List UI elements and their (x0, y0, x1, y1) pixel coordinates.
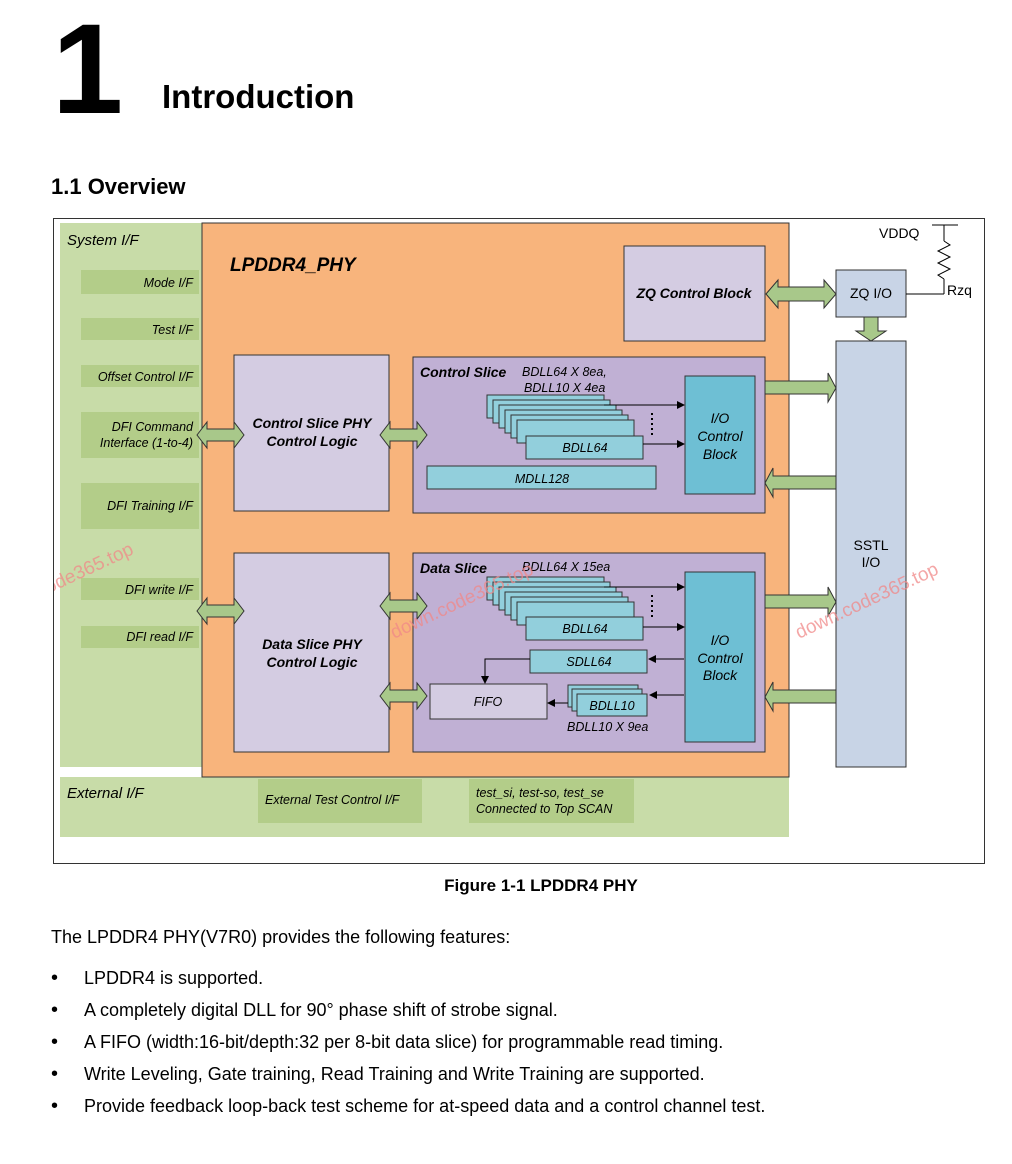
arrow-sys-to-data-logic (196, 596, 245, 626)
control-logic-label-2: Control Logic (267, 433, 358, 449)
chapter-title: Introduction (162, 78, 355, 115)
external-if-label: External I/F (67, 785, 145, 802)
sys-item-test: Test I/F (152, 323, 195, 337)
bdll10-label: BDLL10 (589, 699, 634, 713)
data-bdll64-label: BDLL64 (562, 622, 607, 636)
control-slice-note-2: BDLL10 X 4ea (524, 381, 605, 395)
sdll64-label: SDLL64 (566, 655, 611, 669)
mdll128-label: MDLL128 (515, 472, 569, 486)
sstl-io-block (835, 340, 907, 768)
control-io-label-1: I/O (711, 410, 730, 426)
feature-item: Write Leveling, Gate training, Read Trai… (51, 1062, 765, 1094)
data-io-label-1: I/O (711, 632, 730, 648)
arrow-data-io-to-sstl (764, 586, 837, 618)
fifo-label: FIFO (474, 695, 503, 709)
data-io-label-3: Block (703, 667, 738, 683)
mdll128-block (426, 465, 657, 490)
arrow-zq-block-to-zq-io (765, 278, 837, 310)
sstl-label-1: SSTL (853, 537, 888, 553)
feature-list: LPDDR4 is supported. A completely digita… (51, 966, 765, 1126)
system-if-items: Mode I/F Test I/F Offset Control I/F DFI… (81, 270, 199, 648)
sys-item-offset: Offset Control I/F (98, 370, 195, 384)
data-logic-label-2: Control Logic (267, 654, 358, 670)
control-logic-label-1: Control Slice PHY (252, 415, 373, 431)
rzq-resistor (936, 240, 952, 280)
zq-control-block (623, 245, 766, 342)
feature-item: A completely digital DLL for 90° phase s… (51, 998, 765, 1030)
control-slice-note-1: BDLL64 X 8ea, (522, 365, 607, 379)
scan-box (469, 779, 634, 823)
data-slice-title: Data Slice (420, 560, 487, 576)
control-bdll64-label: BDLL64 (562, 441, 607, 455)
data-bdll64-stack: BDLL64 (486, 576, 644, 641)
sys-item-dfi-cmd-1: DFI Command (112, 420, 194, 434)
arrow-data-logic-to-slice-1 (379, 591, 428, 621)
sys-item-dfi-cmd-2: Interface (1-to-4) (100, 436, 193, 450)
sys-item-dfi-training: DFI Training I/F (107, 499, 194, 513)
intro-paragraph: The LPDDR4 PHY(V7R0) provides the follow… (51, 927, 511, 947)
control-io-label-3: Block (703, 446, 738, 462)
figure-caption: Figure 1-1 LPDDR4 PHY (444, 876, 638, 895)
sdll64-block (529, 649, 648, 674)
data-logic-label-1: Data Slice PHY (262, 636, 363, 652)
arrow-sys-to-control-logic (196, 420, 245, 450)
section-title: 1.1 Overview (51, 174, 186, 199)
feature-item: Provide feedback loop-back test scheme f… (51, 1094, 765, 1126)
data-io-block (684, 571, 756, 743)
chapter-number: 1 (52, 0, 124, 141)
phy-title: LPDDR4_PHY (230, 255, 358, 276)
data-slice-logic-block (233, 552, 390, 753)
external-test-box (258, 779, 422, 823)
zq-io-label: ZQ I/O (850, 285, 892, 301)
sys-item-dfi-read: DFI read I/F (126, 630, 194, 644)
control-slice-logic-block (233, 354, 390, 512)
data-slice-note: BDLL64 X 15ea (522, 560, 610, 574)
bdll10-stack: BDLL10 (567, 684, 648, 717)
zq-io-block (835, 269, 907, 318)
control-io-block (684, 375, 756, 495)
feature-item: A FIFO (width:16-bit/depth:32 per 8-bit … (51, 1030, 765, 1062)
sys-item-mode: Mode I/F (144, 276, 195, 290)
control-io-label-2: Control (697, 428, 743, 444)
external-test-label: External Test Control I/F (265, 793, 401, 807)
scan-label-1: test_si, test-so, test_se (476, 786, 604, 800)
figure-lpddr4-phy: System I/F Mode I/F Test I/F Offset Cont… (0, 218, 985, 864)
zq-control-label: ZQ Control Block (635, 285, 752, 301)
scan-label-2: Connected to Top SCAN (476, 802, 613, 816)
external-if-band (60, 777, 789, 837)
vddq-label: VDDQ (879, 225, 920, 241)
sstl-label-2: I/O (862, 554, 881, 570)
data-io-label-2: Control (697, 650, 743, 666)
arrow-zq-io-to-sstl (854, 316, 888, 342)
arrow-control-logic-to-slice (379, 420, 428, 450)
bus-arrows (196, 278, 888, 713)
sys-item-dfi-write: DFI write I/F (125, 583, 194, 597)
control-slice-title: Control Slice (420, 364, 507, 380)
bdll10-note: BDLL10 X 9ea (567, 720, 648, 734)
rzq-label: Rzq (947, 282, 972, 298)
arrow-sstl-to-data-io (764, 681, 837, 713)
arrow-control-io-to-sstl (764, 372, 837, 404)
feature-item: LPDDR4 is supported. (51, 966, 765, 998)
control-bdll64-stack: BDLL64 (486, 394, 644, 460)
arrow-sstl-to-control-io (764, 467, 837, 499)
phy-block-diagram: System I/F Mode I/F Test I/F Offset Cont… (0, 222, 972, 837)
arrow-data-logic-to-slice-2 (379, 681, 428, 711)
system-if-label: System I/F (67, 232, 140, 249)
